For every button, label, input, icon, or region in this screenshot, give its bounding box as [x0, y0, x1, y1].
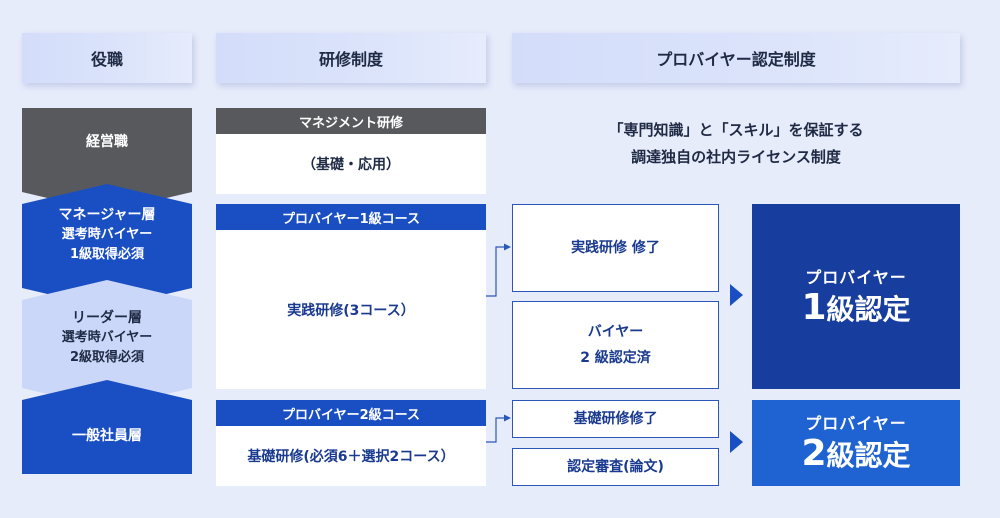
training-level2: プロバイヤー2級コース 基礎研修(必須6＋選択2コース）: [216, 400, 486, 486]
requirement-review-label: 認定審査(論文): [567, 459, 664, 475]
requirement-buyer-level2: バイヤー 2 級認定済: [512, 301, 719, 389]
rank-manager: マネージャー層 選考時バイヤー 1級取得必須: [22, 200, 192, 270]
rank-general: 一般社員層: [22, 408, 192, 464]
connector-level1: [486, 246, 506, 297]
requirement-basic-done-label: 基礎研修修了: [573, 411, 658, 427]
connector-level2: [486, 417, 506, 443]
header-training: 研修制度: [216, 33, 486, 83]
requirement-practical-done-label: 実践研修 修了: [571, 240, 660, 256]
training-level1-body: 実践研修(3コース）: [287, 302, 415, 319]
connector-level2-arrowhead: [504, 414, 511, 422]
requirement-buyer-level2-line2: 2 級認定済: [580, 350, 651, 366]
cert-level2-number: 2: [801, 433, 827, 474]
requirement-basic-done: 基礎研修修了: [512, 400, 719, 438]
certification-description: 「専門知識」と「スキル」を保証する 調達独自の社内ライセンス制度: [512, 116, 960, 172]
rank-shape-general: [22, 380, 192, 474]
header-certification: プロバイヤー認定制度: [512, 33, 960, 83]
arrow-to-level2-cert: [730, 431, 743, 453]
cert-level1: プロバイヤー 1級認定: [752, 204, 960, 389]
cert-level2: プロバイヤー 2級認定: [752, 400, 960, 486]
rank-manager-line2: 選考時バイヤー: [61, 227, 153, 242]
cert-level1-suffix: 級認定: [826, 292, 911, 326]
rank-chevrons: [22, 108, 192, 474]
requirement-practical-done: 実践研修 修了: [512, 204, 719, 292]
rank-manager-line3: 1級取得必須: [69, 247, 145, 262]
training-management-title: マネジメント研修: [216, 108, 486, 134]
training-management-body: （基礎・応用）: [302, 157, 400, 173]
cert-level2-suffix: 級認定: [826, 439, 911, 472]
training-level2-title: プロバイヤー2級コース: [216, 400, 486, 426]
rank-leader-line2: 選考時バイヤー: [61, 330, 153, 345]
rank-shape-leader: [22, 280, 192, 408]
rank-general-label: 一般社員層: [72, 428, 142, 444]
cert-level2-title: プロバイヤー: [805, 414, 907, 433]
training-level1-title: プロバイヤー1級コース: [216, 204, 486, 230]
cert-level1-title: プロバイヤー: [805, 267, 907, 287]
training-level2-body: 基礎研修(必須6＋選択2コース）: [247, 449, 455, 465]
header-position: 役職: [22, 33, 192, 83]
description-line1: 「専門知識」と「スキル」を保証する: [608, 121, 864, 139]
rank-executive: 経営職: [22, 108, 192, 176]
rank-leader-line3: 2級取得必須: [69, 350, 145, 365]
rank-shape-manager: [22, 184, 192, 308]
connector-level1-arrowhead: [504, 243, 511, 251]
rank-manager-label: マネージャー層: [58, 207, 156, 223]
rank-leader: リーダー層 選考時バイヤー 2級取得必須: [22, 303, 192, 373]
rank-shape-executive: [22, 108, 192, 212]
cert-level1-number: 1: [801, 286, 827, 328]
cert-level2-grade: 2級認定: [801, 434, 910, 476]
requirement-buyer-level2-line1: バイヤー: [587, 324, 644, 340]
training-level1: プロバイヤー1級コース 実践研修(3コース）: [216, 204, 486, 389]
rank-executive-label: 経営職: [86, 134, 128, 150]
training-management: マネジメント研修 （基礎・応用）: [216, 108, 486, 194]
arrow-to-level1-cert: [730, 284, 743, 306]
rank-leader-label: リーダー層: [72, 310, 142, 326]
description-line2: 調達独自の社内ライセンス制度: [631, 148, 841, 166]
cert-level1-grade: 1級認定: [801, 286, 911, 330]
requirement-review: 認定審査(論文): [512, 448, 719, 486]
